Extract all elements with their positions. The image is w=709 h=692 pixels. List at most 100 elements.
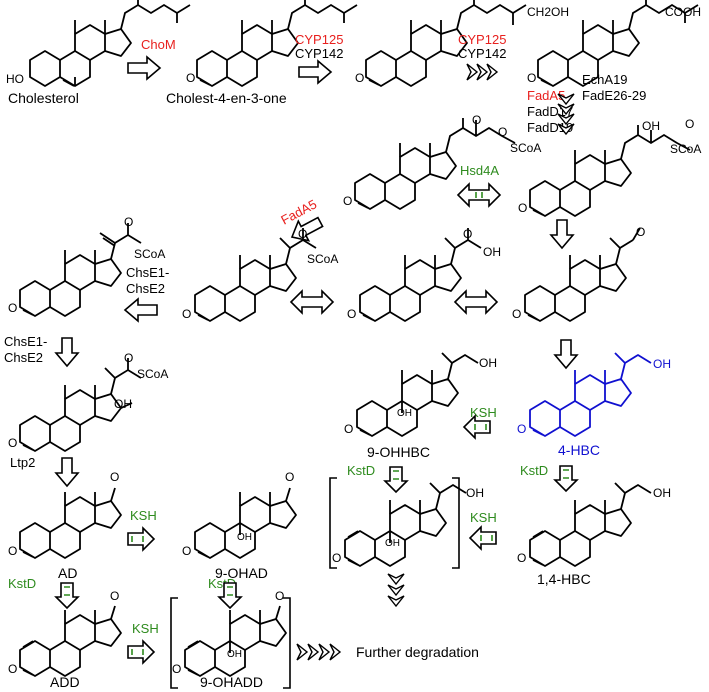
- hbc14-oh: OH: [653, 486, 671, 500]
- oh-group-2: OH: [114, 397, 132, 411]
- ohhbc-dienone-structure: [344, 482, 467, 567]
- arrow-kstd-3: [55, 582, 79, 609]
- ad-oxo: O: [8, 544, 17, 558]
- keto-o-2: O: [498, 125, 507, 139]
- ch2oh-group: CH2OH: [527, 5, 569, 19]
- ohad-oh: OH: [237, 532, 252, 543]
- enzyme-fade: FadE26-29: [582, 88, 646, 103]
- acid-oh: OH: [483, 245, 501, 259]
- enzyme-chse2-2: ChsE2: [4, 350, 43, 365]
- oh-9-ohhbc: OH: [397, 408, 412, 419]
- cholesterol-label: Cholesterol: [8, 90, 79, 106]
- arrow-cyp1: [298, 60, 332, 84]
- cholesterol-structure: [29, 0, 191, 87]
- hbc14-structure: [529, 482, 652, 567]
- oxo-group-7: O: [182, 307, 191, 321]
- oxo-group-6: O: [8, 301, 17, 315]
- arrow-kstd-1: [384, 466, 408, 493]
- arrow-dienone-degradation: [387, 573, 405, 607]
- ho-group: HO: [6, 72, 24, 86]
- oxo-group-2: O: [355, 71, 364, 85]
- cooh-group: COOH: [665, 5, 701, 19]
- ad-structure: [19, 487, 122, 559]
- enzyme-cyp125-2: CYP125: [458, 32, 506, 47]
- keto-o-3: O: [685, 117, 694, 131]
- ketoacyl-coa-structure: [354, 118, 516, 210]
- arrow-chse-1: [124, 298, 158, 322]
- scoa-2: SCoA: [670, 142, 701, 156]
- dienone-9-oh: OH: [385, 538, 400, 549]
- hydroxy-acyl-coa-structure: [19, 358, 142, 452]
- add-label: ADD: [50, 674, 80, 690]
- cholestenone-structure: [196, 0, 358, 87]
- arrow-further: [296, 643, 341, 661]
- ohhbc-label: 9-OHHBC: [367, 444, 430, 460]
- arrow-down-right-2: [554, 339, 578, 369]
- pregnenoic-acid-structure: [359, 228, 482, 322]
- enzyme-echa19: EchA19: [582, 72, 628, 87]
- further-degradation-label: Further degradation: [356, 644, 479, 660]
- enzyme-kstd-1: KstD: [347, 463, 375, 478]
- bracket-right-1: [452, 477, 460, 569]
- keto-o-1: O: [472, 113, 481, 127]
- enzyme-ksh-3: KSH: [470, 510, 497, 525]
- add-17-oxo: O: [110, 589, 119, 603]
- arrow-double-2: [454, 290, 498, 314]
- enzyme-chom: ChoM: [141, 37, 176, 52]
- oxo-group-5: O: [518, 201, 527, 215]
- hbc-oh: OH: [653, 357, 671, 371]
- enzyme-hsd4a: Hsd4A: [460, 163, 499, 178]
- enzyme-ltp2: Ltp2: [10, 455, 35, 470]
- enzyme-cyp142-2: CYP142: [458, 46, 506, 61]
- pregnenal-structure: [524, 227, 641, 322]
- ohad-label: 9-OHAD: [215, 565, 268, 581]
- keto-o-6: O: [124, 351, 133, 365]
- hbc-label: 4-HBC: [558, 442, 600, 458]
- enzyme-chse1-1: ChsE1-: [126, 265, 169, 280]
- enzyme-cyp125-1: CYP125: [295, 32, 343, 47]
- enzyme-fada5-1: FadA5: [527, 88, 565, 103]
- bracket-left-1: [329, 477, 337, 569]
- oxo-group-11: O: [344, 422, 353, 436]
- cholestenoic-acid-structure: [537, 0, 699, 87]
- acid-o: O: [463, 227, 472, 241]
- scoa-5: SCoA: [137, 367, 168, 381]
- hbc-oxo: O: [517, 422, 526, 436]
- bracket-right-2: [283, 597, 291, 689]
- ohadd-oh: OH: [227, 649, 242, 660]
- arrow-chse-2: [55, 337, 79, 367]
- ohadd-structure: [184, 605, 287, 677]
- oh-group-3: OH: [479, 356, 497, 370]
- hydroxyacyl-coa-structure: [529, 125, 691, 217]
- add-oxo: O: [8, 662, 17, 676]
- oxo-group-8: O: [347, 307, 356, 321]
- oxo-group-3: O: [527, 71, 536, 85]
- ohhbc-structure: [356, 352, 479, 437]
- oh-group-1: OH: [642, 119, 660, 133]
- arrow-cyp2: [466, 63, 498, 81]
- oxo-group-10: O: [8, 436, 17, 450]
- arrow-kstd-2: [554, 465, 578, 492]
- hydroxycholestenone-structure: [365, 0, 527, 87]
- ohadd-label: 9-OHADD: [200, 674, 263, 690]
- enzyme-cyp142-1: CYP142: [295, 46, 343, 61]
- ohad-oxo: O: [182, 544, 191, 558]
- enzyme-ksh-4: KSH: [132, 621, 159, 636]
- ohad-17-oxo: O: [285, 470, 294, 484]
- enzyme-ksh-1: KSH: [470, 405, 497, 420]
- ohad-structure: [194, 487, 297, 559]
- arrow-ksh-2: [127, 527, 155, 551]
- keto-o-4: O: [124, 215, 133, 229]
- arrow-ltp2: [55, 457, 79, 487]
- hbc-structure: [529, 352, 652, 437]
- arrow-ksh-4: [127, 640, 155, 664]
- enzyme-kstd-2: KstD: [520, 463, 548, 478]
- arrow-down-right-1: [550, 219, 574, 249]
- arrow-double-1: [290, 290, 334, 314]
- oxo-group: O: [186, 71, 195, 85]
- oxo-group-4: O: [343, 194, 352, 208]
- aldehyde-o: O: [636, 225, 645, 239]
- ohadd-oxo: O: [172, 662, 181, 676]
- ohadd-17-oxo: O: [275, 589, 284, 603]
